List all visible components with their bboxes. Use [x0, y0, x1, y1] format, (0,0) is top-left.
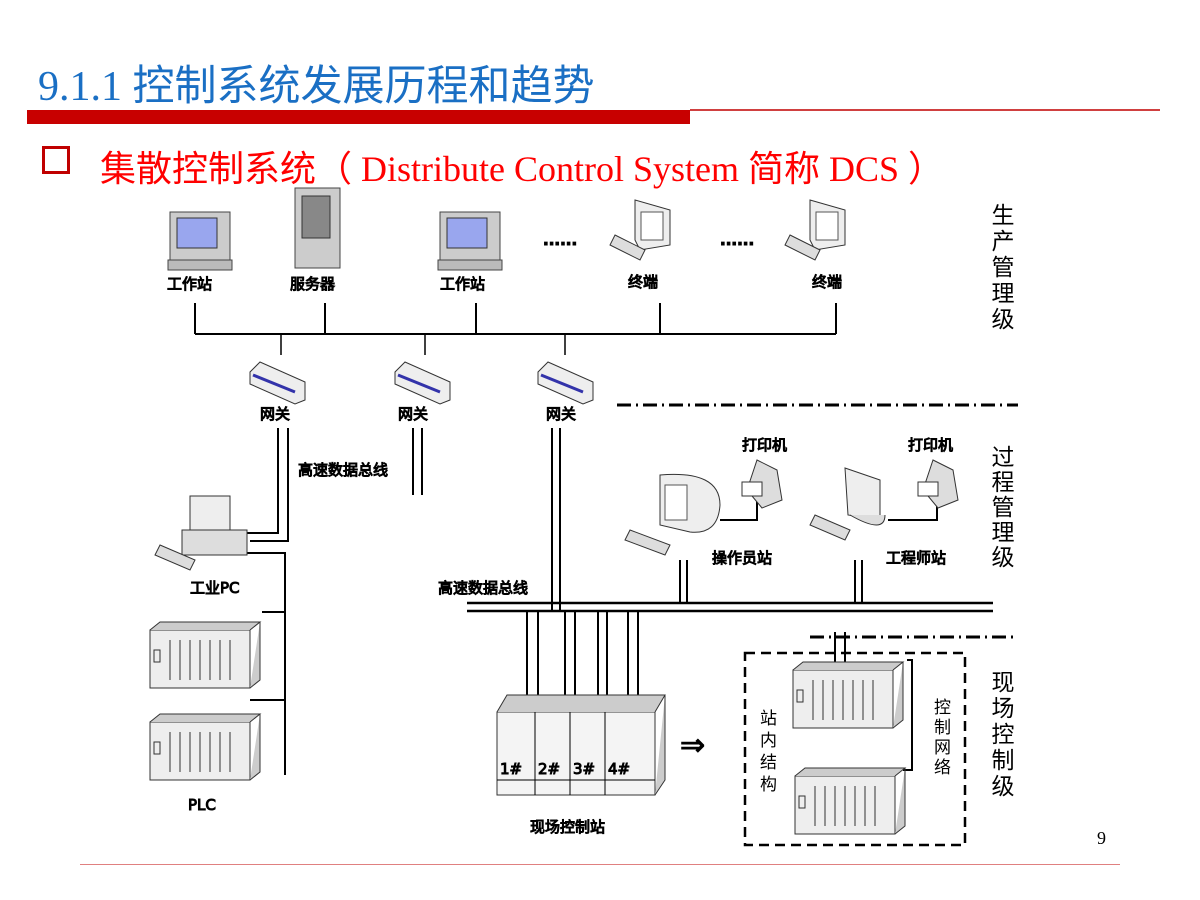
field-station-drops	[526, 611, 639, 697]
gateway-label: 网关	[398, 405, 428, 423]
terminal-icon	[609, 199, 671, 261]
footer-divider	[80, 864, 1120, 865]
engineer-station-label: 工程师站	[886, 549, 946, 567]
gateway-icon	[536, 360, 595, 406]
engineer-station-icon	[809, 467, 886, 541]
station-drops	[679, 560, 863, 603]
operator-station-label: 操作员站	[712, 549, 772, 567]
ellipsis: ......	[543, 231, 577, 249]
plc-rack-icon	[149, 713, 261, 781]
bus-label: 高速数据总线	[438, 579, 528, 597]
slide-subtitle: 集散控制系统（ Distribute Control System 简称 DCS…	[100, 149, 945, 189]
slot-label: 4#	[608, 760, 630, 778]
field-station-label: 现场控制站	[530, 818, 605, 836]
workstation-icon	[167, 211, 233, 271]
field-level-label: 现场控制级	[991, 670, 1015, 800]
control-network-label: 控制网络	[934, 698, 951, 778]
pc-bus-lines	[205, 428, 561, 775]
printer-icon	[741, 459, 783, 509]
operator-station-icon	[624, 473, 721, 556]
control-network-lines	[834, 632, 913, 771]
slide-title: 9.1.1 控制系统发展历程和趋势	[38, 64, 595, 110]
printer-icon	[917, 459, 959, 509]
bullet-square-icon	[42, 146, 70, 174]
controller-rack-icon	[794, 767, 906, 835]
plc-label: PLC	[188, 796, 216, 814]
industrial-pc-label: 工业PC	[190, 579, 240, 597]
slot-label: 3#	[573, 760, 595, 778]
management-network-lines	[194, 303, 837, 355]
device-label: 服务器	[290, 275, 335, 293]
device-label: 工作站	[167, 275, 212, 293]
server-icon	[294, 187, 341, 269]
terminal-icon	[784, 199, 846, 261]
page-number: 9	[1097, 828, 1106, 848]
plc-rack-icon	[149, 621, 261, 689]
title-underline-thick	[27, 110, 690, 124]
gateway-label: 网关	[546, 405, 576, 423]
ellipsis: ......	[720, 231, 754, 249]
gateway-icon	[393, 360, 452, 406]
device-label: 终端	[628, 273, 658, 291]
device-label: 终端	[812, 273, 842, 291]
production-level-label: 生产管理级	[991, 203, 1015, 333]
high-speed-bus	[467, 601, 993, 613]
gateway-icon	[248, 360, 307, 406]
workstation-icon	[437, 211, 503, 271]
station-structure-box	[743, 651, 967, 847]
bus-label: 高速数据总线	[298, 461, 388, 479]
field-control-station-icon	[496, 694, 666, 796]
printer-label: 打印机	[908, 436, 953, 454]
industrial-pc-icon	[154, 495, 248, 571]
printer-label: 打印机	[742, 436, 787, 454]
gateway-label: 网关	[260, 405, 290, 423]
printer-cables	[720, 500, 938, 521]
controller-rack-icon	[792, 661, 904, 729]
device-label: 工作站	[440, 275, 485, 293]
arrow-icon: ⇒	[680, 728, 705, 763]
process-level-label: 过程管理级	[991, 445, 1015, 571]
title-underline-thin	[690, 109, 1160, 111]
slot-label: 1#	[500, 760, 522, 778]
station-structure-label: 站内结构	[760, 709, 777, 795]
slot-label: 2#	[538, 760, 560, 778]
